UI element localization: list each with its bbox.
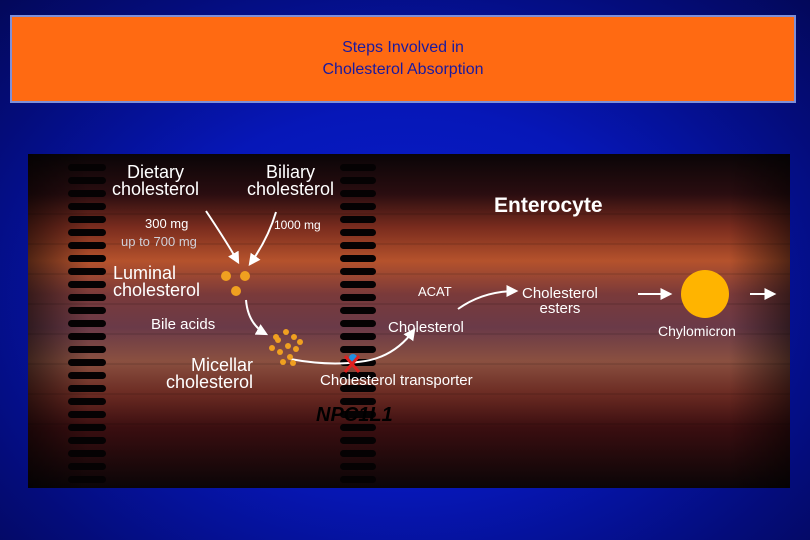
arrow-micellar-to-cholesterol <box>289 328 416 365</box>
villus <box>68 242 106 249</box>
micelle-particle <box>283 329 289 335</box>
micelle-particle <box>280 359 286 365</box>
villus <box>68 346 106 353</box>
villus <box>68 398 106 405</box>
villus <box>340 190 376 197</box>
bile-acids-label: Bile acids <box>151 316 216 333</box>
micelle-particle <box>293 346 299 352</box>
micelle-particle <box>273 334 279 340</box>
villus <box>68 385 106 392</box>
micelle-particle <box>287 354 293 360</box>
dietary-dose-extra: up to 700 mg <box>121 234 197 249</box>
villus <box>340 450 376 457</box>
villus <box>68 307 106 314</box>
villus <box>340 281 376 288</box>
chylomicron-particle <box>681 270 729 318</box>
villus <box>340 177 376 184</box>
villus <box>340 333 376 340</box>
villus <box>68 229 106 236</box>
villus <box>68 411 106 418</box>
title-line-2: Cholesterol Absorption <box>322 61 484 78</box>
micellar-particles <box>269 329 303 366</box>
micelle-particle <box>269 345 275 351</box>
villus <box>68 320 106 327</box>
villus <box>340 476 376 483</box>
enterocyte-label: Enterocyte <box>494 194 603 217</box>
villus <box>340 372 376 379</box>
villus <box>68 268 106 275</box>
arrow-cholesterol-to-esters <box>457 285 519 310</box>
title-box: Steps Involved in Cholesterol Absorption <box>10 15 796 103</box>
chylomicron-label: Chylomicron <box>658 323 736 339</box>
villus <box>68 424 106 431</box>
micelle-particle <box>291 334 297 340</box>
villus <box>340 268 376 275</box>
villus <box>340 411 376 418</box>
villus <box>68 450 106 457</box>
biliary-dose: 1000 mg <box>274 218 321 232</box>
villus <box>340 424 376 431</box>
villus <box>340 164 376 171</box>
villus <box>68 359 106 366</box>
villus <box>340 229 376 236</box>
npc1l1-label: NPC1L1 <box>316 404 393 426</box>
villus <box>340 398 376 405</box>
villus <box>340 307 376 314</box>
arrow-luminal-to-micellar <box>245 299 269 336</box>
micelle-particle <box>290 360 296 366</box>
villus <box>68 190 106 197</box>
villus <box>68 294 106 301</box>
villus <box>340 320 376 327</box>
villus <box>68 437 106 444</box>
villus <box>68 463 106 470</box>
villus <box>68 203 106 210</box>
villus <box>340 242 376 249</box>
villus <box>68 281 106 288</box>
villus <box>68 372 106 379</box>
villus <box>340 385 376 392</box>
villus <box>68 164 106 171</box>
dietary-dose: 300 mg <box>145 216 189 231</box>
cholesterol-label: Cholesterol <box>388 319 464 336</box>
villus <box>68 255 106 262</box>
micelle-particle <box>297 339 303 345</box>
villus <box>340 437 376 444</box>
villus <box>340 294 376 301</box>
villus <box>340 216 376 223</box>
villi-left <box>68 164 106 483</box>
villi-right <box>340 164 376 483</box>
luminal-particles <box>221 271 250 296</box>
villus <box>340 346 376 353</box>
arrow-dietary-to-luminal <box>205 210 240 265</box>
villus <box>68 216 106 223</box>
title-line-1: Steps Involved in <box>342 39 464 56</box>
villus <box>68 476 106 483</box>
acat-label: ACAT <box>418 284 452 299</box>
villus <box>340 463 376 470</box>
villus <box>68 333 106 340</box>
villus <box>340 255 376 262</box>
arrow-biliary-to-luminal <box>248 211 277 266</box>
block-x-icon <box>343 355 361 373</box>
micelle-particle <box>285 343 291 349</box>
villus <box>68 177 106 184</box>
micelle-particle <box>277 349 283 355</box>
villus <box>340 203 376 210</box>
transporter-label: Cholesterol transporter <box>320 372 473 389</box>
intestinal-background <box>28 154 790 488</box>
